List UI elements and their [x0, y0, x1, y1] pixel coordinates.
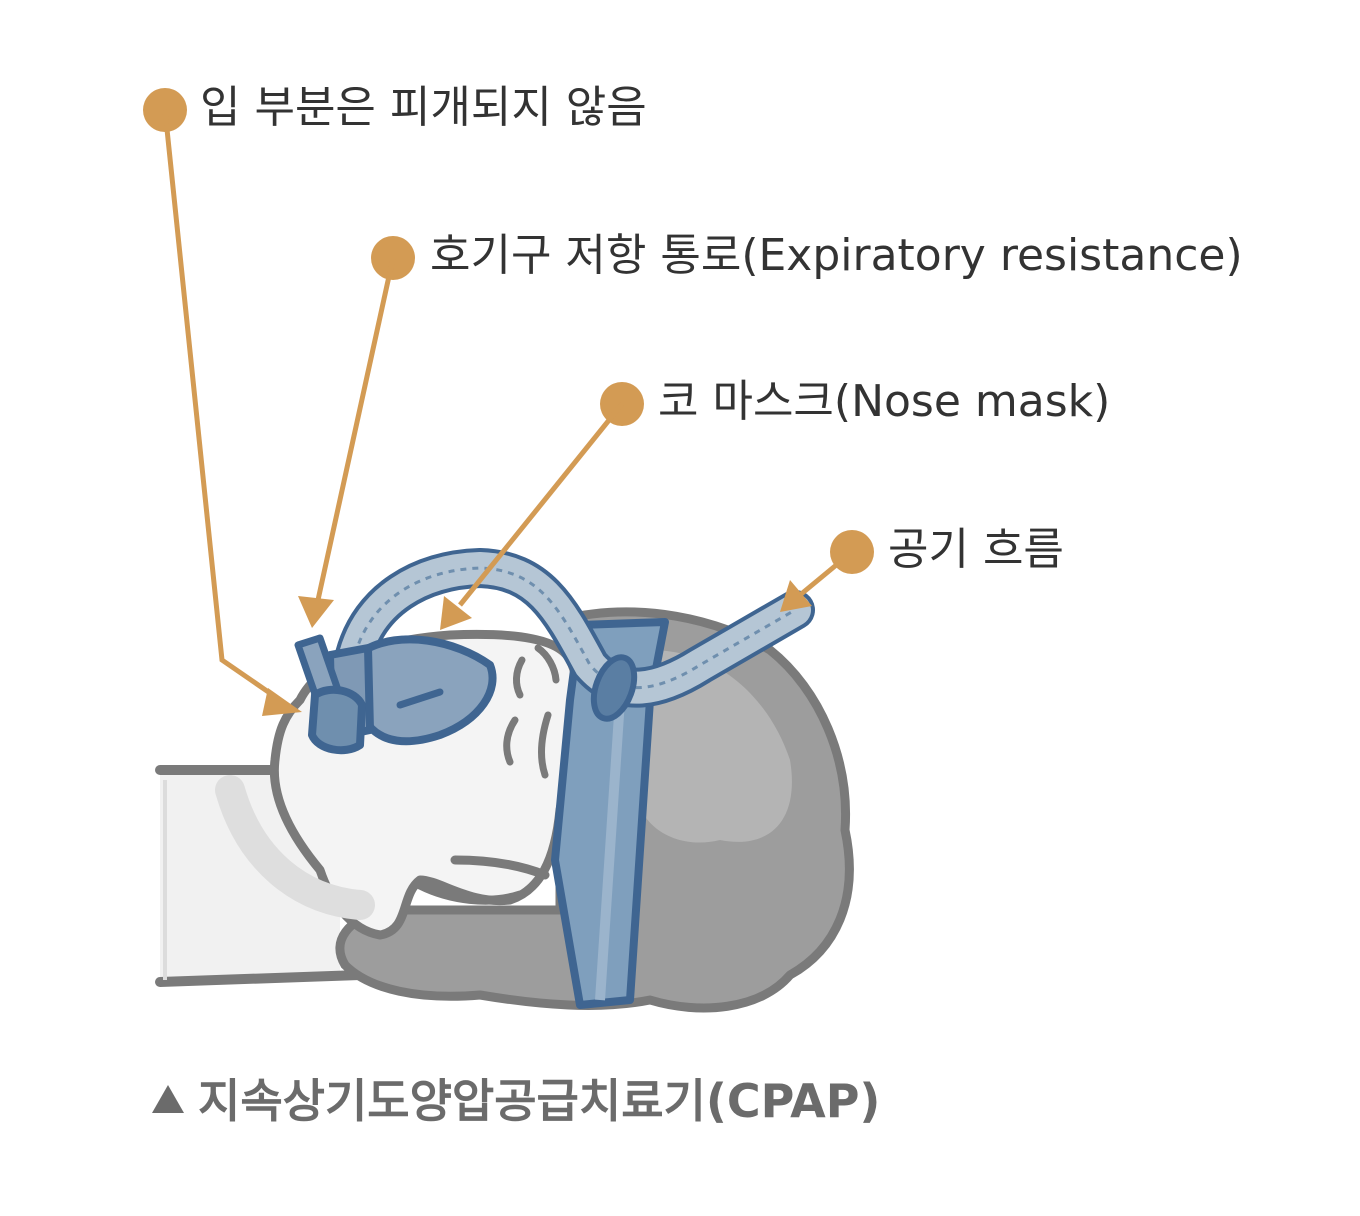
label-mouth-uncovered: 입 부분은 피개되지 않음 [200, 82, 647, 133]
callout-expiratory [298, 236, 415, 628]
label-air-flow: 공기 흐름 [888, 524, 1064, 575]
label-nose-mask: 코 마스크(Nose mask) [658, 376, 1111, 427]
callout-mouth [143, 88, 302, 716]
nose-mask [294, 634, 497, 755]
callout-nose-mask [440, 382, 644, 630]
caption-text: 지속상기도양압공급치료기(CPAP) [198, 1074, 881, 1128]
air-tube [335, 547, 815, 722]
label-expiratory-resistance: 호기구 저항 통로(Expiratory resistance) [430, 230, 1243, 281]
triangle-icon [152, 1085, 184, 1113]
figure-caption: 지속상기도양압공급치료기(CPAP) [152, 1078, 880, 1124]
callout-air-flow [780, 530, 874, 612]
